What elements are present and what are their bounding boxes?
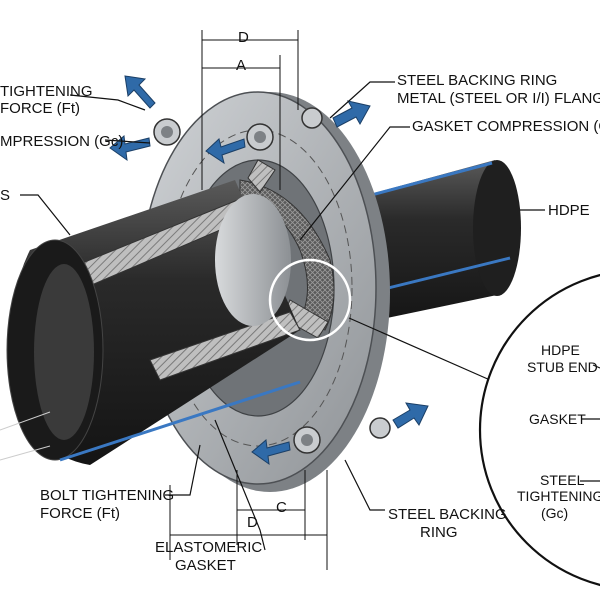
bolt-top-middle (246, 123, 274, 151)
bolt-bottom-middle (293, 426, 321, 454)
detail-label-steel-2: TIGHTENING (517, 488, 600, 504)
pipe-bore (215, 194, 291, 326)
annotation-labels: TIGHTENING FORCE (Ft) MPRESSION (Gc) S S… (0, 72, 600, 574)
dimension-c: C (276, 499, 287, 516)
label-bolt-tightening-1: BOLT TIGHTENING (40, 487, 174, 504)
dimension-d-top: D (238, 29, 249, 46)
pipe-wall-section (149, 311, 301, 381)
label-tightening-top-2: FORCE (Ft) (0, 100, 80, 117)
detail-label-steel-1: STEEL (540, 472, 585, 488)
bolt-top-left (153, 118, 181, 146)
detail-label-steel-3: (Gc) (541, 505, 568, 521)
arrow-icon (205, 138, 246, 165)
bolt-top-right (301, 107, 323, 129)
leader-lines (20, 81, 545, 551)
detail-labels: HDPE STUB END GASKET STEEL TIGHTENING (G… (517, 342, 600, 521)
detail-label-hdpe-1: HDPE (541, 342, 580, 358)
label-bolt-tightening-2: FORCE (Ft) (40, 505, 120, 522)
stub-end-and-gasket (239, 159, 335, 339)
pipe-stripe (379, 256, 511, 292)
pipe-stripe (359, 161, 493, 200)
label-hdpe-left-fragment: S (0, 187, 10, 204)
detail-label-gasket: GASKET (529, 411, 586, 427)
bottom-dimensions: C D (169, 470, 328, 570)
force-arrows (109, 75, 429, 466)
label-tightening-top-1: TIGHTENING (0, 83, 93, 100)
label-elastomeric-1: ELASTOMERIC (155, 539, 262, 556)
label-steel-ring-2: METAL (STEEL OR I/I) FLANGE (397, 90, 600, 107)
label-steel-backing-bottom-2: RING (420, 524, 458, 541)
pipe-stripe (59, 380, 301, 462)
label-steel-ring-1: STEEL BACKING RING (397, 72, 557, 89)
detail-label-hdpe-2: STUB END (527, 359, 598, 375)
label-compression-top: MPRESSION (Gc) (0, 133, 123, 150)
arrow-icon (392, 402, 429, 429)
arrow-icon (332, 100, 371, 128)
top-dimensions: D A (201, 29, 299, 190)
arrow-icon (124, 75, 156, 109)
label-steel-backing-bottom-1: STEEL BACKING (388, 506, 507, 523)
detail-callout (268, 258, 600, 587)
arrow-icon (251, 439, 291, 466)
label-gasket-compression: GASKET COMPRESSION (Gc (412, 118, 600, 135)
left-hdpe-pipe (0, 180, 301, 465)
dimension-d-bottom: D (247, 514, 258, 531)
bolt-bottom-right (369, 417, 391, 439)
label-elastomeric-2: GASKET (175, 557, 236, 574)
label-hdpe-right: HDPE (548, 202, 590, 219)
dimension-a: A (236, 57, 246, 74)
